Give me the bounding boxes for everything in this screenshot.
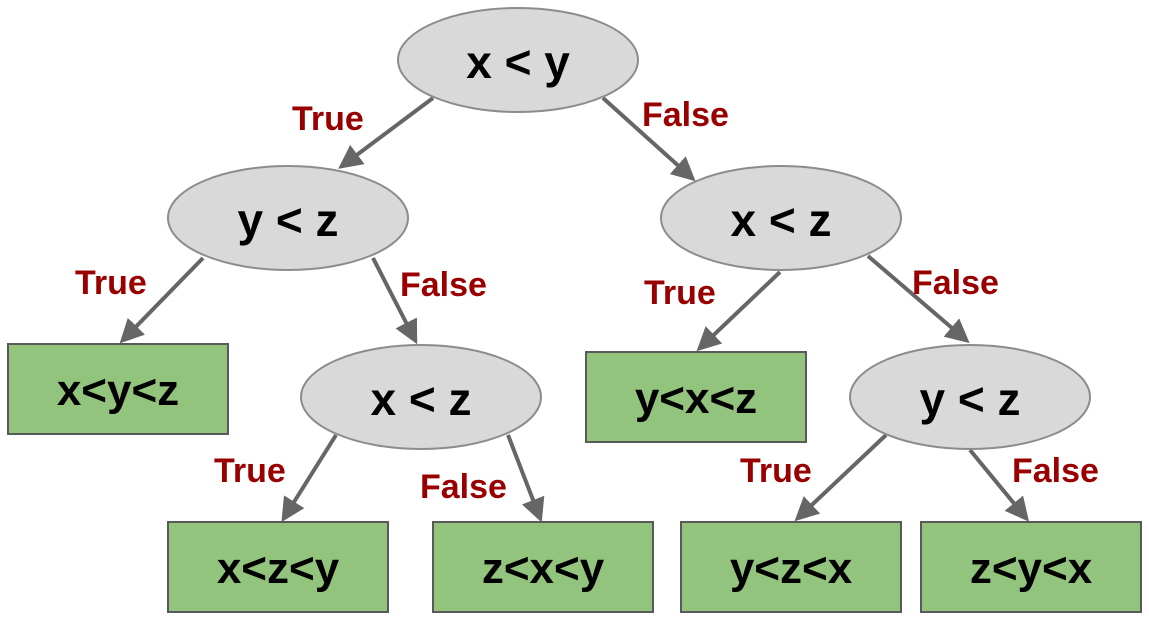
edge-label-right-left: True [644,274,716,312]
edge-label-root-left: True [292,100,364,138]
leaf-node-label: z<x<y [482,544,605,593]
decision-node-left-right: x < z [300,344,542,450]
edge-root-right [601,96,696,182]
edge-rr-left [794,433,888,522]
edge-right-right [866,254,970,344]
edge-lr-left [281,433,338,523]
edge-left-right [371,257,418,345]
edge-rr-right [968,448,1030,522]
edge-label-lr-right: False [420,468,507,506]
decision-node-label: y < z [919,373,1020,425]
edge-label-rr-left: True [740,452,812,490]
leaf-node-rrl: y<z<x [680,521,902,613]
decision-node-root: x < y [397,7,639,113]
leaf-node-label: y<x<z [635,374,757,423]
leaf-node-rl: y<x<z [585,351,807,443]
leaf-node-lrl: x<z<y [167,521,389,613]
edge-label-root-right: False [642,96,729,134]
decision-node-right: x < z [660,165,902,271]
leaf-node-label: y<z<x [730,544,853,593]
edge-lr-right [506,434,545,523]
leaf-node-lrr: z<x<y [432,521,654,613]
edge-left-left [119,256,205,344]
edge-label-left-left: True [75,264,147,302]
edge-right-left [696,270,782,352]
leaf-node-label: z<y<x [970,544,1093,593]
leaf-node-label: x<y<z [57,366,179,415]
leaf-node-label: x<z<y [217,544,340,593]
leaf-node-rrr: z<y<x [920,521,1142,613]
edge-root-left [338,96,435,169]
decision-node-label: x < z [730,194,831,246]
decision-node-label: x < z [370,373,471,425]
decision-node-label: x < y [466,36,570,88]
edge-label-rr-right: False [1012,452,1099,490]
decision-node-right-right: y < z [849,344,1091,450]
leaf-node-ll: x<y<z [7,343,229,435]
decision-node-label: y < z [237,194,338,246]
edge-label-lr-left: True [214,452,286,490]
decision-node-left: y < z [167,165,409,271]
edge-label-right-right: False [912,264,999,302]
edge-label-left-right: False [400,266,487,304]
